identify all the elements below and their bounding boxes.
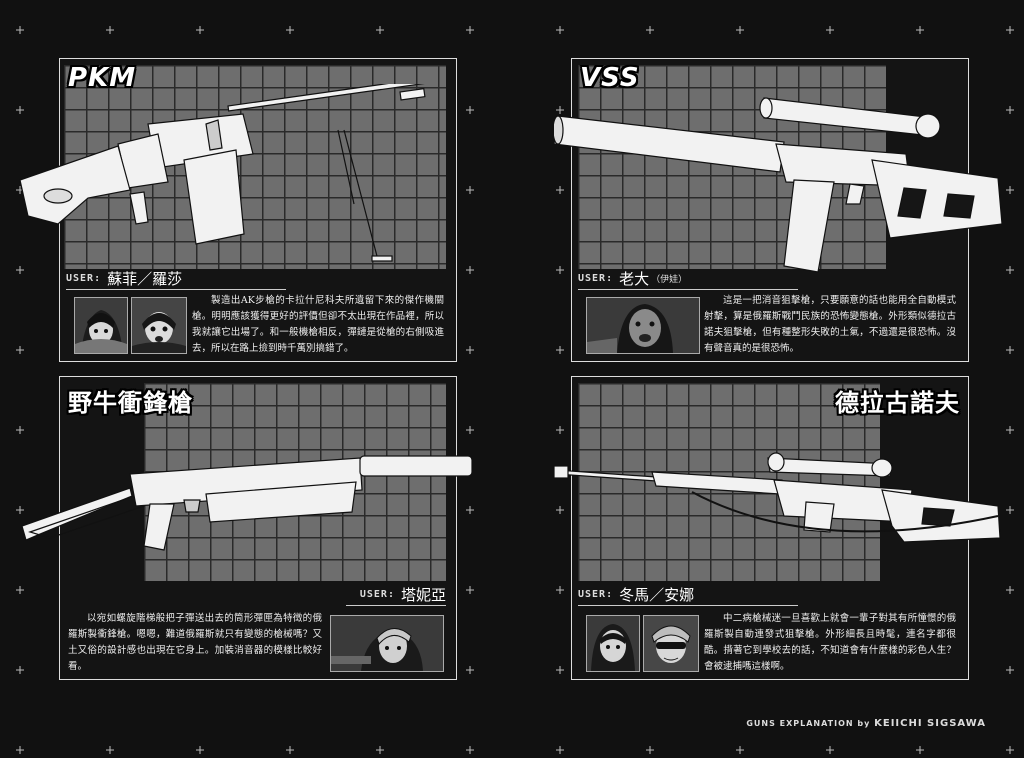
crosshair-mark [466, 106, 474, 114]
crosshair-mark [556, 26, 564, 34]
crosshair-mark [1006, 666, 1014, 674]
crosshair-mark [16, 586, 24, 594]
crosshair-mark [16, 106, 24, 114]
dragunov-description: 中二病槍械迷一旦喜歡上就會一輩子對其有所憧憬的俄羅斯製自動連發式狙擊槍。外形細長… [704, 613, 956, 672]
crosshair-mark [16, 746, 24, 754]
dragunov-panel: 德拉古諾夫 USER: 冬馬／安娜 中二病槍械迷一旦喜歡上就會一輩子對其有所憧憬… [571, 376, 969, 680]
bizon-description: 以宛如螺旋階梯般把子彈送出去的筒形彈匣為特徵的俄羅斯製衝鋒槍。嗯嗯，難道俄羅斯就… [68, 613, 322, 672]
vss-user-bar: USER: 老大 （伊娃） [578, 267, 798, 290]
crosshair-mark [556, 266, 564, 274]
crosshair-mark [106, 746, 114, 754]
crosshair-mark [1006, 106, 1014, 114]
pkm-user-name: 蘇菲／羅莎 [107, 269, 183, 288]
crosshair-mark [196, 746, 204, 754]
crosshair-mark [466, 426, 474, 434]
crosshair-mark [556, 346, 564, 354]
crosshair-mark [466, 586, 474, 594]
crosshair-mark [556, 586, 564, 594]
crosshair-mark [286, 746, 294, 754]
crosshair-mark [466, 266, 474, 274]
crosshair-mark [556, 186, 564, 194]
crosshair-mark [376, 746, 384, 754]
vss-portrait-boss [586, 297, 700, 354]
dragunov-title: 德拉古諾夫 [835, 389, 960, 417]
pkm-description: 製造出AK步槍的卡拉什尼科夫所遺留下來的傑作機關槍。明明應該獲得更好的評價但卻不… [192, 295, 444, 354]
pkm-user-label: USER: [66, 272, 102, 284]
credit-author: KEIICHI SIGSAWA [874, 718, 986, 729]
crosshair-mark [1006, 186, 1014, 194]
pkm-user-bar: USER: 蘇菲／羅莎 [66, 267, 286, 290]
character-portrait [644, 616, 698, 671]
pkm-title: PKM [68, 63, 137, 93]
pkm-portrait-sophie [74, 297, 128, 354]
crosshair-mark [556, 426, 564, 434]
vss-title: VSS [580, 63, 640, 93]
bizon-gun-illustration [21, 455, 473, 551]
vss-user-name: 老大 [619, 269, 650, 288]
vss-user-label: USER: [578, 272, 614, 284]
pkm-gun-illustration [19, 84, 468, 262]
crosshair-mark [466, 26, 474, 34]
crosshair-mark [1006, 506, 1014, 514]
dragunov-gun-illustration [553, 452, 1001, 543]
bizon-user-bar: USER: 塔妮亞 [346, 583, 446, 606]
character-portrait [587, 298, 699, 353]
crosshair-mark [466, 666, 474, 674]
dragunov-user-label: USER: [578, 588, 614, 600]
crosshair-mark [1006, 266, 1014, 274]
dragunov-user-name: 冬馬／安娜 [619, 585, 695, 604]
crosshair-mark [646, 746, 654, 754]
dragunov-portrait-anna [643, 615, 699, 672]
crosshair-mark [466, 746, 474, 754]
crosshair-mark [16, 346, 24, 354]
crosshair-mark [646, 26, 654, 34]
vss-description: 這是一把消音狙擊槍，只要願意的話也能用全自動模式射擊，算是俄羅斯戰鬥民族的恐怖變… [704, 295, 956, 354]
crosshair-mark [1006, 426, 1014, 434]
bizon-user-name: 塔妮亞 [400, 585, 446, 604]
bizon-user-label: USER: [359, 588, 395, 600]
pkm-portrait-rosa [131, 297, 187, 354]
crosshair-mark [736, 26, 744, 34]
crosshair-mark [556, 106, 564, 114]
crosshair-mark [1006, 26, 1014, 34]
crosshair-mark [16, 26, 24, 34]
crosshair-mark [1006, 746, 1014, 754]
vss-user-note: （伊娃） [651, 274, 688, 285]
crosshair-mark [826, 26, 834, 34]
crosshair-mark [106, 26, 114, 34]
crosshair-mark [466, 346, 474, 354]
crosshair-mark [196, 26, 204, 34]
crosshair-mark [16, 426, 24, 434]
crosshair-mark [916, 746, 924, 754]
bizon-portrait-tanya [330, 615, 444, 672]
crosshair-mark [1006, 346, 1014, 354]
crosshair-mark [16, 506, 24, 514]
character-portrait [132, 298, 186, 353]
crosshair-mark [466, 186, 474, 194]
character-portrait [331, 616, 443, 671]
character-portrait [75, 298, 127, 353]
crosshair-mark [16, 266, 24, 274]
crosshair-mark [736, 746, 744, 754]
crosshair-mark [556, 506, 564, 514]
crosshair-mark [16, 666, 24, 674]
crosshair-mark [376, 26, 384, 34]
crosshair-mark [556, 666, 564, 674]
crosshair-mark [916, 26, 924, 34]
crosshair-mark [1006, 586, 1014, 594]
dragunov-user-bar: USER: 冬馬／安娜 [578, 583, 798, 606]
dragunov-grid-background [578, 383, 880, 581]
vss-gun-illustration [554, 97, 1003, 273]
crosshair-mark [286, 26, 294, 34]
crosshair-mark [466, 506, 474, 514]
crosshair-mark [556, 746, 564, 754]
credit-line: GUNS EXPLANATION by KEIICHI SIGSAWA [746, 718, 986, 729]
crosshair-mark [826, 746, 834, 754]
dragunov-portrait-toma [586, 615, 640, 672]
bizon-title: 野牛衝鋒槍 [68, 389, 193, 417]
credit-prefix: GUNS EXPLANATION by [746, 719, 875, 728]
character-portrait [587, 616, 639, 671]
